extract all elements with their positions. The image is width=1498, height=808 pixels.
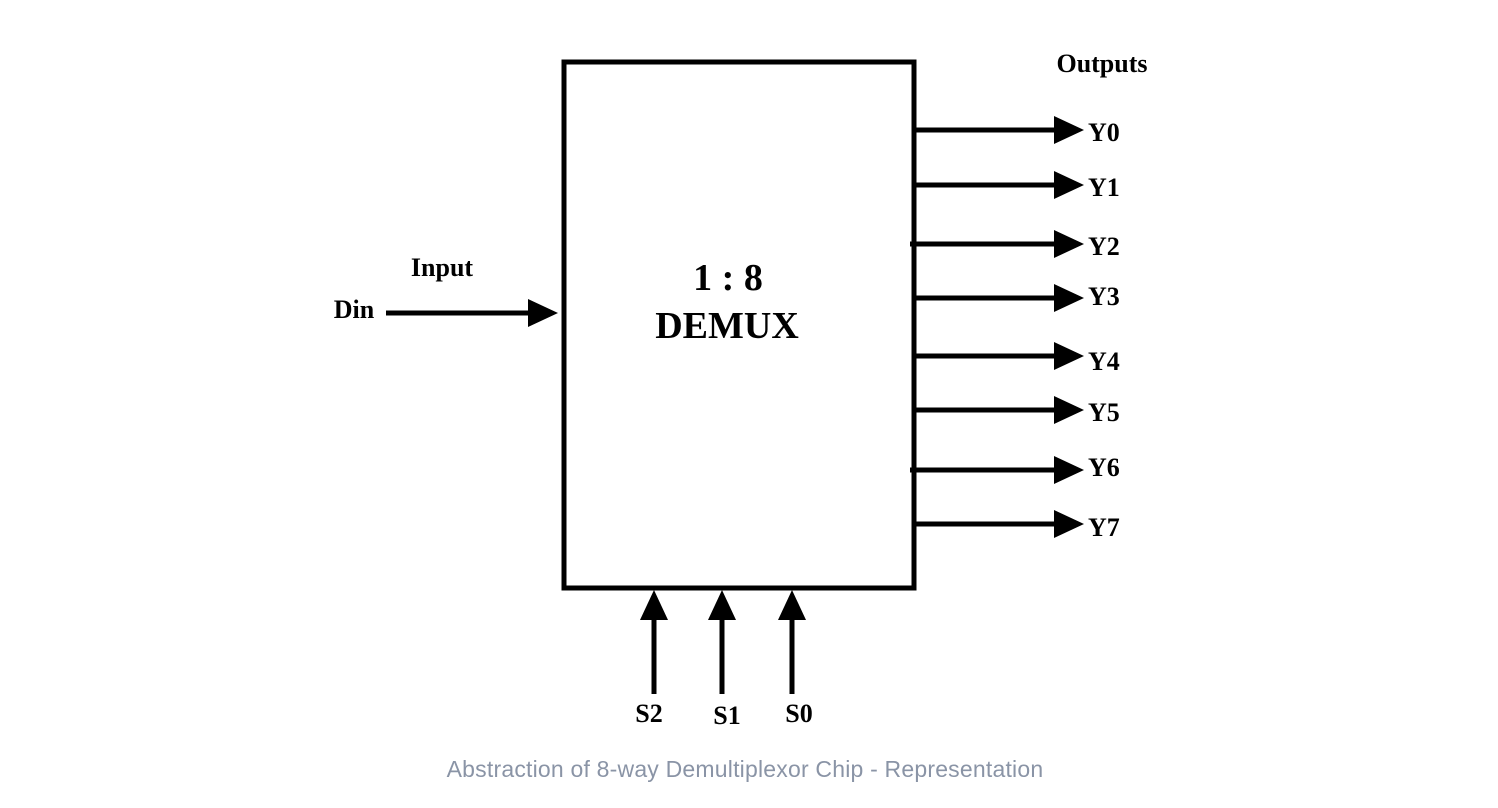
output-arrow-y4 [914, 342, 1084, 370]
output-arrow-y1 [914, 171, 1084, 199]
input-heading: Input [411, 253, 473, 282]
output-label-y0: Y0 [1088, 118, 1120, 147]
output-label-y7: Y7 [1088, 513, 1120, 542]
select-label-s1: S1 [713, 701, 740, 730]
output-label-y1: Y1 [1088, 173, 1120, 202]
select-arrow-s2 [640, 590, 668, 694]
input-arrow [386, 299, 558, 327]
demux-block [561, 59, 917, 591]
block-name-label: DEMUX [655, 305, 799, 347]
output-label-y3: Y3 [1088, 282, 1120, 311]
select-arrow-s1 [708, 590, 736, 694]
output-arrow-y0 [914, 116, 1084, 144]
output-arrow-y6 [910, 456, 1084, 484]
output-arrow-y2 [910, 230, 1084, 258]
input-din-label: Din [334, 295, 375, 324]
output-label-y6: Y6 [1088, 453, 1120, 482]
output-label-y5: Y5 [1088, 398, 1120, 427]
figure-caption: Abstraction of 8-way Demultiplexor Chip … [446, 756, 1044, 782]
output-arrow-y3 [914, 284, 1084, 312]
output-label-y4: Y4 [1088, 347, 1120, 376]
block-ratio-label: 1 : 8 [693, 257, 763, 299]
output-arrow-y5 [914, 396, 1084, 424]
output-arrow-y7 [914, 510, 1084, 538]
outputs-heading: Outputs [1056, 49, 1147, 78]
select-label-s0: S0 [785, 699, 812, 728]
select-arrow-s0 [778, 590, 806, 694]
select-label-s2: S2 [635, 699, 662, 728]
output-label-y2: Y2 [1088, 232, 1120, 261]
